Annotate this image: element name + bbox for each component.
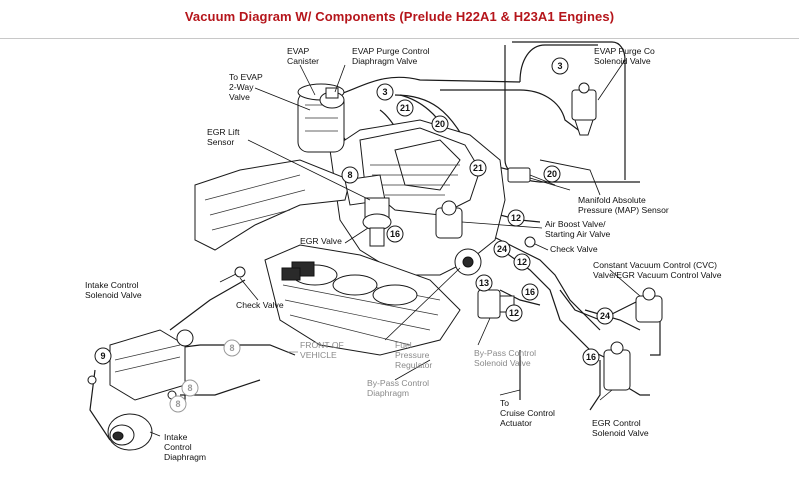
hose-number-badge: 8 [223,339,241,357]
svg-text:3: 3 [382,87,387,97]
hose-number-badge: 20 [431,115,449,133]
svg-text:24: 24 [600,311,610,321]
svg-text:12: 12 [517,257,527,267]
hose-number-badge: 21 [469,159,487,177]
hose-number-badge: 13 [475,274,493,292]
svg-text:16: 16 [390,229,400,239]
hose-number-badge: 20 [543,165,561,183]
intake-control-solenoid [109,329,194,401]
hose-number-badge: 8 [181,379,199,397]
check-valve-left [234,266,246,278]
cvc-valve [635,287,663,323]
intake-control-diaphragm [107,413,153,451]
check-valve-right-label: Check Valve [550,244,598,254]
egr-control-solenoid [603,341,631,391]
svg-text:13: 13 [479,278,489,288]
hose-number-badge: 9 [94,347,112,365]
map-sensor [507,167,556,186]
svg-text:8: 8 [187,383,192,393]
svg-text:20: 20 [547,169,557,179]
cvc-valve-label: Constant Vacuum Control (CVC)Valve/EGR V… [593,260,722,280]
hose-number-badge: 12 [505,304,523,322]
svg-text:9: 9 [100,351,105,361]
svg-text:16: 16 [525,287,535,297]
svg-text:12: 12 [511,213,521,223]
hose-number-badge: 16 [521,283,539,301]
hose-number-badge: 12 [513,253,531,271]
air-boost-valve-label: Air Boost Valve/Starting Air Valve [545,219,610,239]
hose-number-badge: 8 [341,166,359,184]
hose-number-badge: 16 [582,348,600,366]
egr-valve-label: EGR Valve [300,236,342,246]
svg-text:24: 24 [497,244,507,254]
hose-number-badge: 3 [376,83,394,101]
hose-number-badge: 8 [169,395,187,413]
hose-number-badge: 24 [596,307,614,325]
hose-number-badge: 3 [551,57,569,75]
diagram-title: Vacuum Diagram W/ Components (Prelude H2… [184,9,615,24]
air-boost-valve [435,200,463,239]
hose-number-badge: 24 [493,240,511,258]
egr-valve [362,197,392,247]
hose-number-badge: 16 [386,225,404,243]
air-intake-duct [194,159,386,251]
hose-number-badge: 12 [507,209,525,227]
svg-text:8: 8 [175,399,180,409]
title-bar: Vacuum Diagram W/ Components (Prelude H2… [0,0,799,39]
svg-text:21: 21 [473,163,483,173]
hose-callouts: 3 21 20 3 20 21 8 16 12 24 12 13 16 12 2… [94,57,614,413]
leader-lines [149,59,641,437]
svg-text:8: 8 [229,343,234,353]
hose-number-badge: 21 [396,99,414,117]
check-valve-left-label: Check Valve [236,300,284,310]
check-valve-right [524,236,536,248]
svg-text:16: 16 [586,352,596,362]
evap-purge-solenoid [571,82,597,136]
fuel-pressure-regulator [454,248,482,276]
svg-text:20: 20 [435,119,445,129]
svg-text:8: 8 [347,170,352,180]
svg-text:3: 3 [557,61,562,71]
evap-purge-diaphragm-valve [319,87,345,109]
svg-text:21: 21 [400,103,410,113]
svg-text:12: 12 [509,308,519,318]
